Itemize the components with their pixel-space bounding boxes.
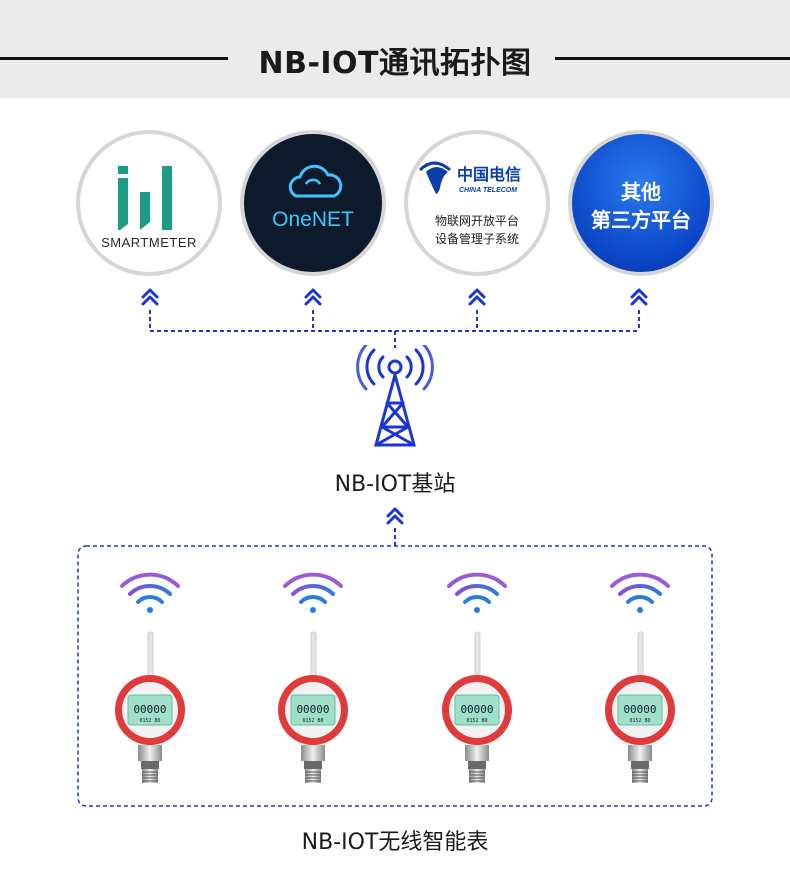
page-title: NB-IOT通讯拓扑图 [258, 46, 532, 81]
radio-tower-icon [356, 345, 434, 447]
pressure-meter-icon: 00000 0152 B0 [605, 631, 675, 783]
header-bar: NB-IOT通讯拓扑图 [0, 0, 790, 98]
smartmeter-label: SMARTMETER [101, 235, 197, 250]
platform-onenet: OneNET [240, 130, 386, 276]
meters-group [77, 507, 713, 807]
pressure-meter-icon: 00000 0152 B0 [442, 631, 512, 783]
chevron-up-icon [468, 288, 486, 306]
chevron-up-icon [141, 288, 159, 306]
header-rule-left [0, 57, 228, 60]
wifi-signal-icon [447, 572, 507, 613]
wifi-signal-icon [610, 572, 670, 613]
base-station-label: NB-IOT基站 [334, 472, 456, 497]
china-telecom-line2: 设备管理子系统 [434, 232, 519, 246]
china-telecom-line1: 物联网开放平台 [434, 214, 519, 228]
dashed-connector [149, 310, 640, 348]
third-party-line1: 其他 [621, 180, 661, 204]
svg-text:00000: 00000 [133, 703, 166, 716]
svg-text:00000: 00000 [623, 703, 656, 716]
svg-text:0152 B0: 0152 B0 [139, 718, 160, 724]
svg-text:00000: 00000 [296, 703, 329, 716]
chevron-up-icon [630, 288, 648, 306]
svg-text:0152 B0: 0152 B0 [302, 718, 323, 724]
china-telecom-cn-text: 中国电信 [457, 165, 521, 184]
meters-dashed-box [77, 545, 713, 807]
china-telecom-logo-icon: 中国电信 CHINA TELECOM [418, 161, 521, 194]
platform-third-party: 其他 第三方平台 [568, 130, 714, 276]
third-party-line2: 第三方平台 [591, 208, 691, 232]
smartmeter-logo-icon [118, 166, 172, 230]
china-telecom-en-text: CHINA TELECOM [459, 187, 517, 194]
platform-smartmeter: SMARTMETER [76, 130, 222, 276]
meter-unit: 00000 0152 B0 [115, 572, 185, 783]
header-rule-right [555, 57, 790, 60]
meter-unit: 00000 0152 B0 [442, 572, 512, 783]
meter-unit: 00000 0152 B0 [278, 572, 348, 783]
cloud-icon [288, 164, 343, 198]
pressure-meter-icon: 00000 0152 B0 [115, 631, 185, 783]
chevron-up-icon [304, 288, 322, 306]
svg-text:0152 B0: 0152 B0 [629, 718, 650, 724]
wifi-signal-icon [283, 572, 343, 613]
wifi-signal-icon [120, 572, 180, 613]
meters-label: NB-IOT无线智能表 [301, 830, 489, 855]
onenet-label: OneNET [272, 208, 354, 231]
svg-text:00000: 00000 [460, 703, 493, 716]
svg-text:0152 B0: 0152 B0 [466, 718, 487, 724]
meter-unit: 00000 0152 B0 [605, 572, 675, 783]
platform-china-telecom: 中国电信 CHINA TELECOM 物联网开放平台 设备管理子系统 [404, 130, 550, 276]
chevron-up-icon [386, 507, 404, 525]
pressure-meter-icon: 00000 0152 B0 [278, 631, 348, 783]
connection-diagram [141, 288, 648, 348]
